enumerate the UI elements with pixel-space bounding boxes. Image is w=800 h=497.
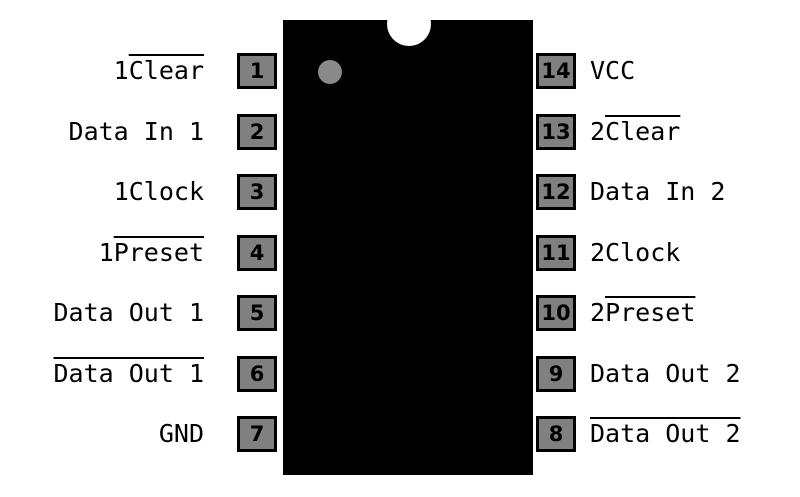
- pin-11-label: 2Clock: [590, 238, 680, 268]
- pin-number: 14: [541, 59, 571, 83]
- pin-9-box: 9: [536, 355, 576, 392]
- pin-number: 2: [249, 119, 265, 144]
- chip-body: [283, 20, 533, 475]
- pin-number: 1: [249, 59, 265, 83]
- pin-3-label: 1Clock: [114, 177, 204, 207]
- pin-11-box: 11: [536, 234, 576, 271]
- pin-10-box: 10: [536, 295, 576, 331]
- pin-12-box: 12: [536, 174, 576, 210]
- pin-2-box: 2: [237, 113, 277, 150]
- pin-label-part: Data In 1: [68, 116, 204, 146]
- pin-1-box: 1: [237, 53, 277, 89]
- pin-label-part: GND: [158, 419, 204, 448]
- pin-13-box: 13: [536, 113, 576, 150]
- pin-label-active-low-part: Data Out 1: [53, 358, 204, 388]
- pin-4-box: 4: [237, 234, 277, 271]
- pin-12-label: Data In 2: [590, 177, 725, 207]
- pin-number: 7: [249, 422, 265, 446]
- pin-label-part: 2: [590, 298, 606, 327]
- pin-4-label: 1Preset: [99, 238, 204, 268]
- pin-number: 13: [541, 119, 571, 144]
- pin-1-label: 1Clear: [114, 56, 204, 86]
- pin-14-label: VCC: [590, 56, 635, 86]
- pin-label-part: 2Clock: [590, 237, 681, 267]
- pin-label-part: Data Out 2: [590, 358, 741, 388]
- pin-number: 6: [249, 361, 265, 386]
- pin-label-active-low-part: Preset: [113, 237, 204, 267]
- pin-5-label: Data Out 1: [53, 298, 204, 328]
- pin-14-box: 14: [536, 53, 576, 89]
- pin-7-box: 7: [237, 416, 277, 452]
- pin-2-label: Data In 1: [69, 117, 204, 147]
- pin-number: 12: [541, 180, 571, 204]
- pin-8-box: 8: [536, 416, 576, 452]
- pin-8-label: Data Out 2: [590, 419, 741, 449]
- pin-number: 5: [249, 301, 265, 325]
- orientation-notch: [387, 2, 431, 46]
- pin-label-part: 1: [98, 237, 114, 267]
- pin-label-part: VCC: [590, 56, 636, 85]
- pin-label-active-low-part: Clear: [605, 116, 681, 146]
- pin-number: 10: [541, 301, 571, 325]
- pin-number: 9: [548, 361, 564, 386]
- pin-label-part: 1Clock: [113, 177, 204, 206]
- pin-label-active-low-part: Preset: [605, 298, 696, 327]
- pin-3-box: 3: [237, 174, 277, 210]
- pin-7-label: GND: [159, 419, 204, 449]
- pin-number: 11: [541, 240, 571, 265]
- pin-9-label: Data Out 2: [590, 359, 741, 389]
- pin-10-label: 2Preset: [590, 298, 695, 328]
- pin-label-part: 1: [113, 56, 129, 85]
- pin-6-label: Data Out 1: [53, 359, 204, 389]
- pin1-indicator-dot: [318, 60, 342, 84]
- pin-number: 4: [249, 240, 265, 265]
- pin-label-active-low-part: Clear: [128, 56, 204, 85]
- pin-6-box: 6: [237, 355, 277, 392]
- pin-label-part: Data Out 1: [53, 298, 204, 327]
- pin-label-part: Data In 2: [590, 177, 726, 206]
- pin-number: 8: [548, 422, 564, 446]
- pin-label-active-low-part: Data Out 2: [590, 419, 741, 448]
- pin-13-label: 2Clear: [590, 117, 680, 147]
- pin-number: 3: [249, 180, 265, 204]
- pin-5-box: 5: [237, 295, 277, 331]
- pin-label-part: 2: [590, 116, 606, 146]
